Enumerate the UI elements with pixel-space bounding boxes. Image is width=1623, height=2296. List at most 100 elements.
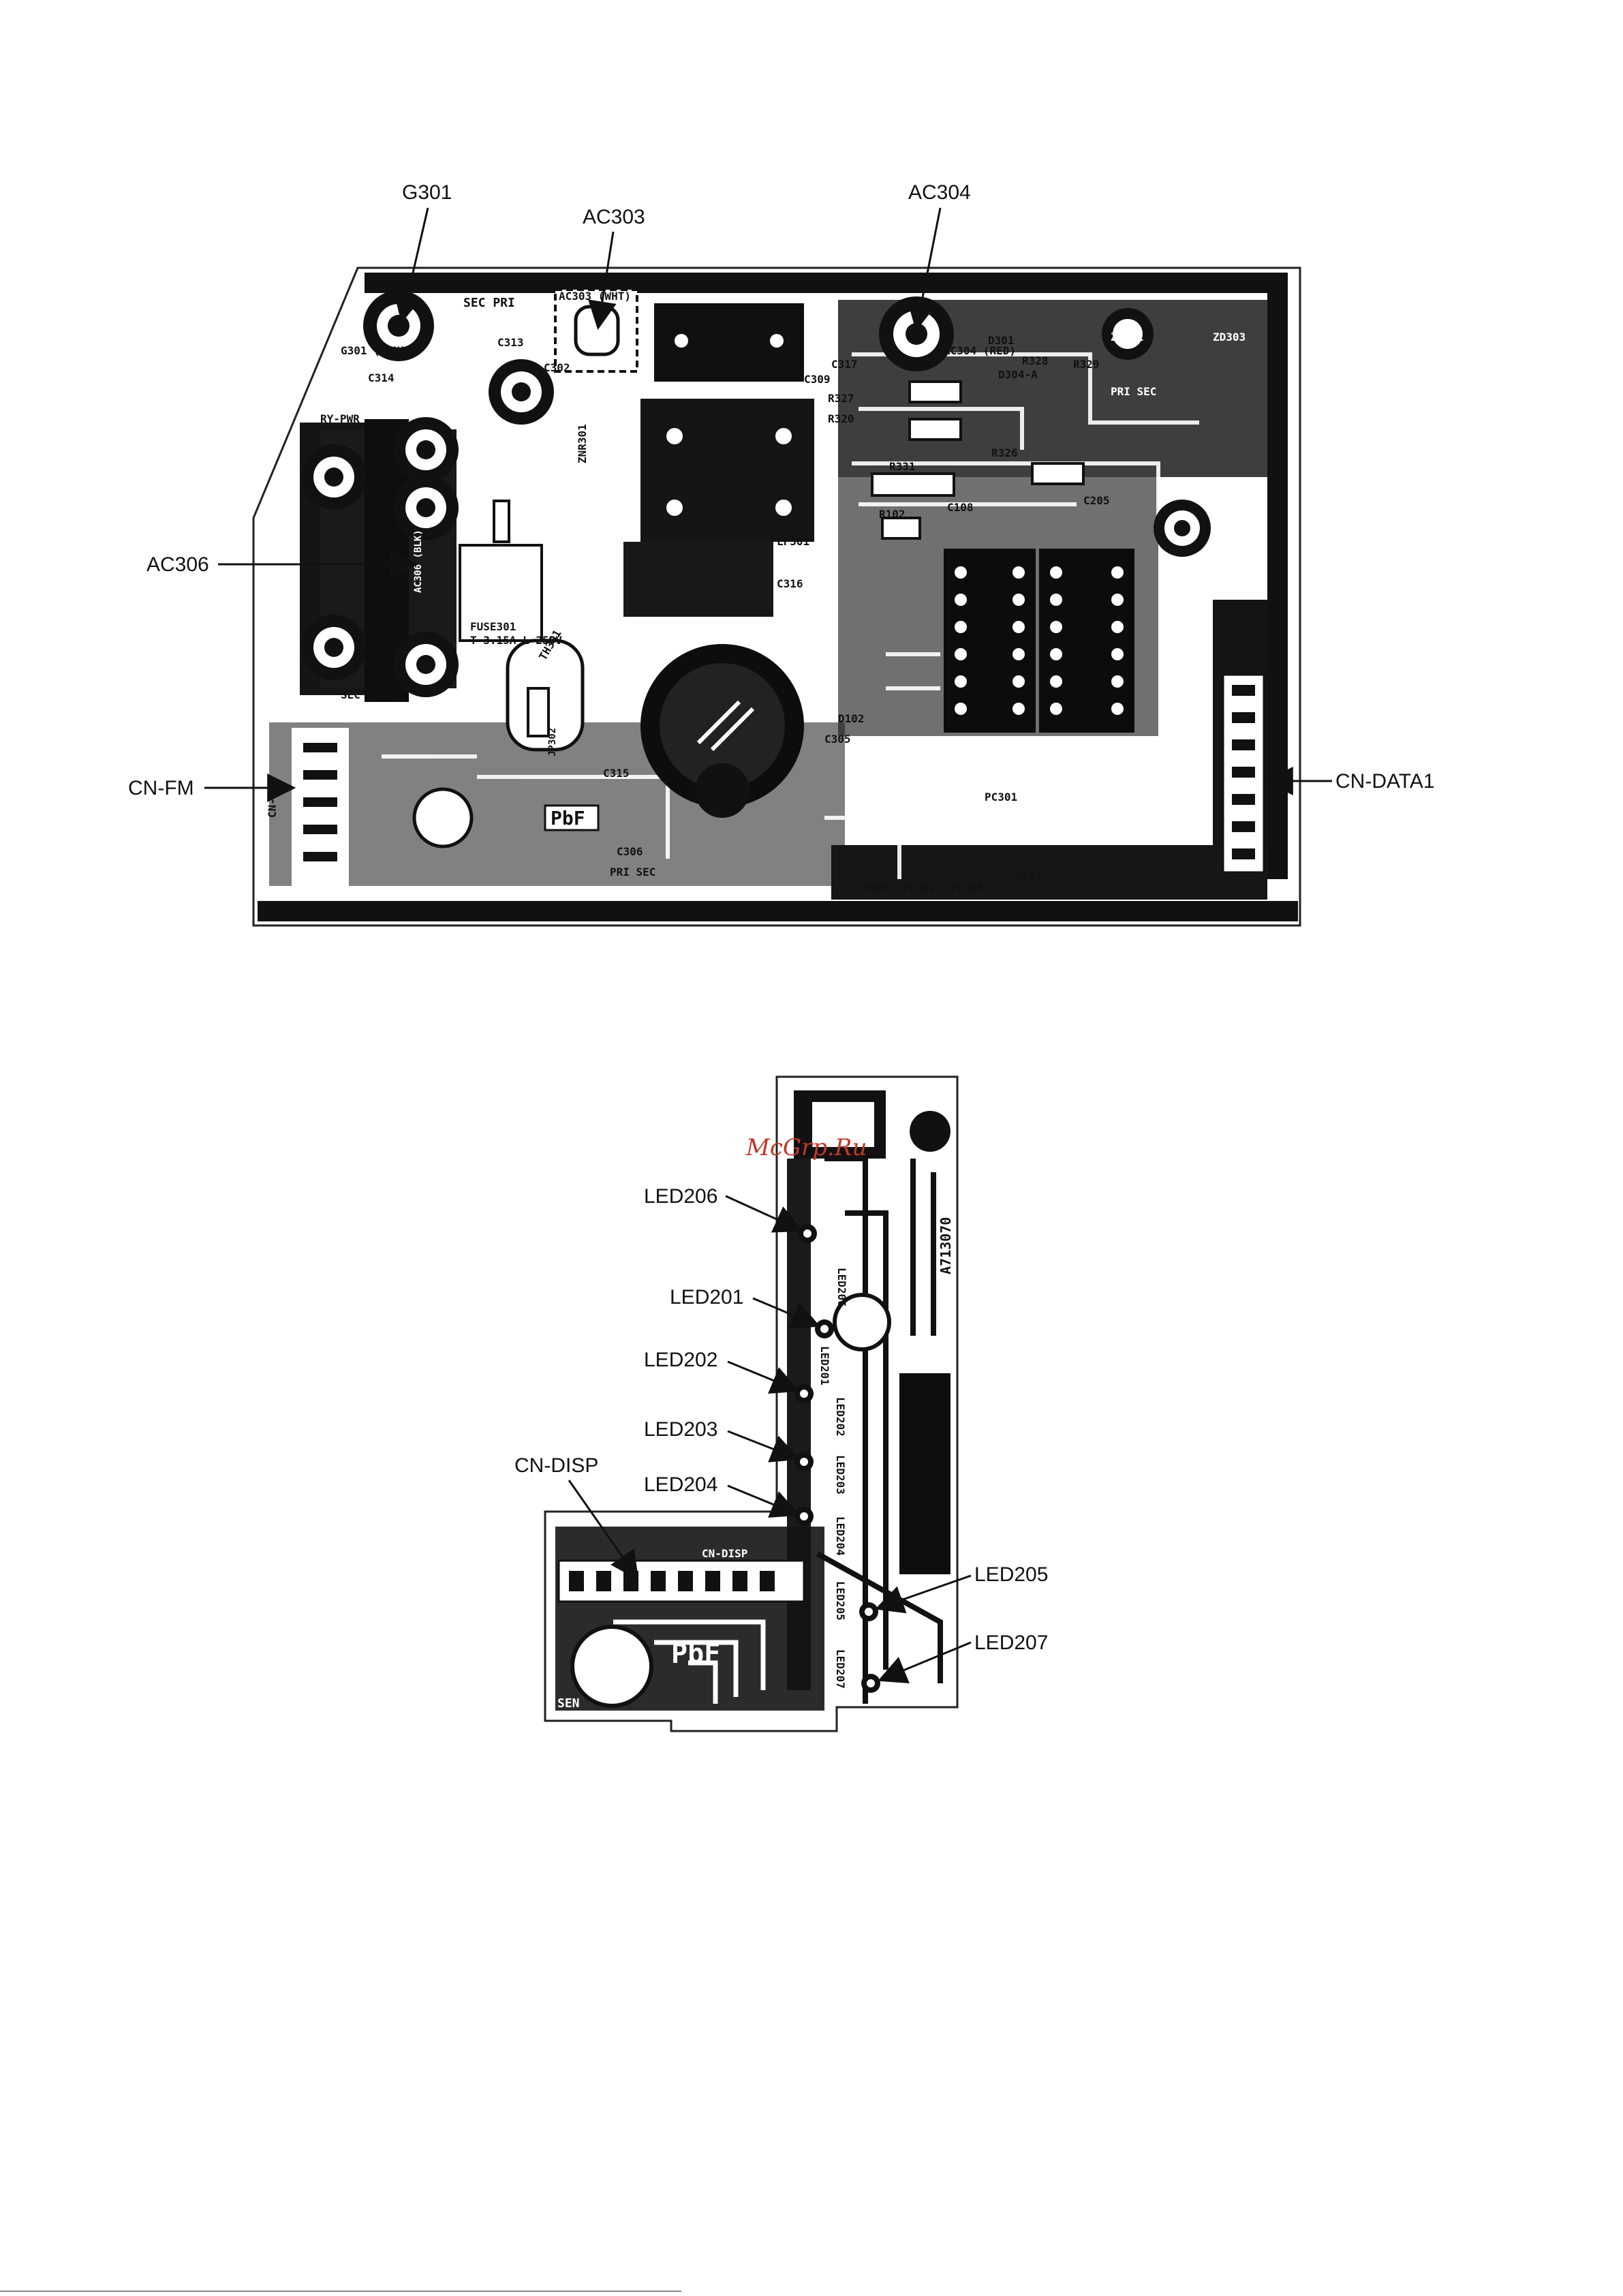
- silk-cn-disp: CN-DISP: [702, 1547, 747, 1560]
- silk-r329: R329: [1073, 358, 1100, 371]
- main-callouts: G301 AC303 AC304 AC306 CN-FM CN-DATA1: [128, 181, 1435, 802]
- silk-zd301: ZD301: [1111, 331, 1143, 343]
- display-traces-dark: [816, 1156, 943, 1704]
- silk-pri-sec-bottom: PRI SEC: [610, 866, 655, 878]
- silk-c305: C305: [824, 733, 851, 746]
- callout-ac306: AC306: [146, 553, 209, 576]
- silk-pri-sec-right: PRI SEC: [1111, 385, 1156, 398]
- silk-c317: C317: [831, 358, 858, 371]
- silk-c313: C313: [497, 336, 524, 349]
- callout-g301: G301: [402, 181, 452, 204]
- resistors: [871, 380, 1085, 540]
- callout-cn-disp: CN-DISP: [514, 1454, 598, 1477]
- leader-led207: [878, 1641, 972, 1683]
- silk-d304a: D304-A: [998, 368, 1038, 381]
- terminal-ac304: [879, 296, 954, 371]
- silk-c316: C316: [777, 577, 803, 590]
- silk-pc302: PC302: [903, 881, 936, 894]
- led-201: [815, 1319, 834, 1338]
- silk-zd303: ZD303: [1213, 331, 1246, 343]
- callout-led207: LED207: [974, 1632, 1048, 1654]
- display-pbf-silk: PbF: [671, 1638, 720, 1670]
- silk-sec-pri-left: SEC PRI: [341, 688, 386, 701]
- display-callouts: LED206 LED201 LED202 LED203 CN-DISP LED2…: [514, 1185, 1048, 1683]
- fuse301: [459, 500, 543, 642]
- callout-led201: LED201: [670, 1286, 743, 1308]
- th301-area: [506, 639, 585, 752]
- terminal-ry-pwr-1: [301, 444, 367, 510]
- silk-led206: LED206: [835, 1268, 848, 1307]
- led-202: [794, 1384, 814, 1403]
- terminal-zd301: [1102, 308, 1154, 360]
- ic-block-2: [1039, 549, 1134, 733]
- transformer-holes: [666, 334, 792, 516]
- main-board-frame-right: [1267, 273, 1288, 879]
- main-board-frame-top: [365, 273, 1288, 293]
- leader-led203: [727, 1430, 800, 1463]
- silk-d301: D301: [988, 334, 1015, 347]
- silk-c314: C314: [368, 371, 395, 384]
- silk-r102: R102: [879, 508, 906, 521]
- led-206: [798, 1224, 817, 1243]
- receiver-component: [910, 1111, 950, 1152]
- callout-ac304: AC304: [908, 181, 971, 204]
- silk-led202: LED202: [834, 1397, 847, 1437]
- copper-bottom-right: [831, 845, 1267, 900]
- callout-led202: LED202: [644, 1349, 717, 1371]
- main-board-frame-bottom: [258, 901, 1298, 921]
- silk-c205: C205: [1083, 494, 1110, 507]
- silk-q201: Q201: [1015, 869, 1042, 882]
- silk-ac304-red: AC304 (RED): [944, 344, 1016, 357]
- silk-led201: LED201: [818, 1346, 831, 1386]
- callout-cn-data1: CN-DATA1: [1335, 770, 1435, 793]
- silk-ac303-wht: AC303 (WHT): [559, 290, 631, 303]
- copper-relay-strip: [365, 419, 409, 702]
- callout-led204: LED204: [644, 1473, 717, 1496]
- traces: [382, 352, 1201, 879]
- pbf-box: [544, 804, 600, 831]
- silk-led204: LED204: [834, 1516, 847, 1556]
- silk-r326: R326: [991, 446, 1018, 459]
- terminal-c201: [1154, 500, 1211, 557]
- silk-c306: C306: [617, 845, 643, 858]
- display-copper-bar: [899, 1373, 950, 1574]
- silk-r328: R328: [1022, 354, 1049, 367]
- silk-led203: LED203: [834, 1455, 847, 1495]
- leader-cn-disp: [568, 1480, 639, 1580]
- terminal-ry-pwr-2: [301, 615, 367, 680]
- leader-led206: [725, 1195, 803, 1233]
- display-board: PbF SEN A713070 LED206 LED201 LED202 LED…: [544, 1075, 959, 1732]
- leader-led201: [752, 1297, 820, 1329]
- display-capacitor: [833, 1293, 891, 1351]
- silk-r303: R303: [862, 881, 888, 894]
- ic-pins: [955, 566, 1124, 715]
- silk-g301-grn: G301 (GRN): [341, 344, 406, 357]
- cn-fm-connector: [292, 728, 349, 887]
- silk-cn-data1: CN-DATA1: [1271, 765, 1284, 818]
- callout-led203: LED203: [644, 1418, 717, 1441]
- silk-led207: LED207: [834, 1649, 847, 1689]
- capacitor-c315: [640, 644, 804, 818]
- transistor-bottom-left: [412, 787, 474, 848]
- silk-r331: R331: [889, 460, 916, 473]
- callout-led206: LED206: [644, 1185, 717, 1208]
- silk-c309: C309: [804, 373, 831, 386]
- callout-led205: LED205: [974, 1563, 1048, 1586]
- led-205: [859, 1602, 878, 1621]
- led-207: [861, 1674, 880, 1693]
- silk-d102: D102: [838, 712, 865, 725]
- display-part-no: A713070: [938, 1217, 954, 1274]
- watermark: McGrp.Ru: [745, 1134, 867, 1161]
- lf301-block: [623, 542, 773, 617]
- led-204: [794, 1507, 814, 1526]
- leader-led205: [875, 1574, 972, 1614]
- terminal-ac306-1: [393, 417, 459, 483]
- cn-data1-pins: [1232, 685, 1255, 859]
- receiver-module: [809, 1099, 877, 1150]
- silk-pc301: PC301: [985, 791, 1017, 803]
- silk-lf301: LF301: [777, 535, 809, 548]
- silk-c315: C315: [603, 767, 630, 780]
- silk-c302: C302: [544, 361, 570, 374]
- callout-cn-fm: CN-FM: [128, 777, 194, 799]
